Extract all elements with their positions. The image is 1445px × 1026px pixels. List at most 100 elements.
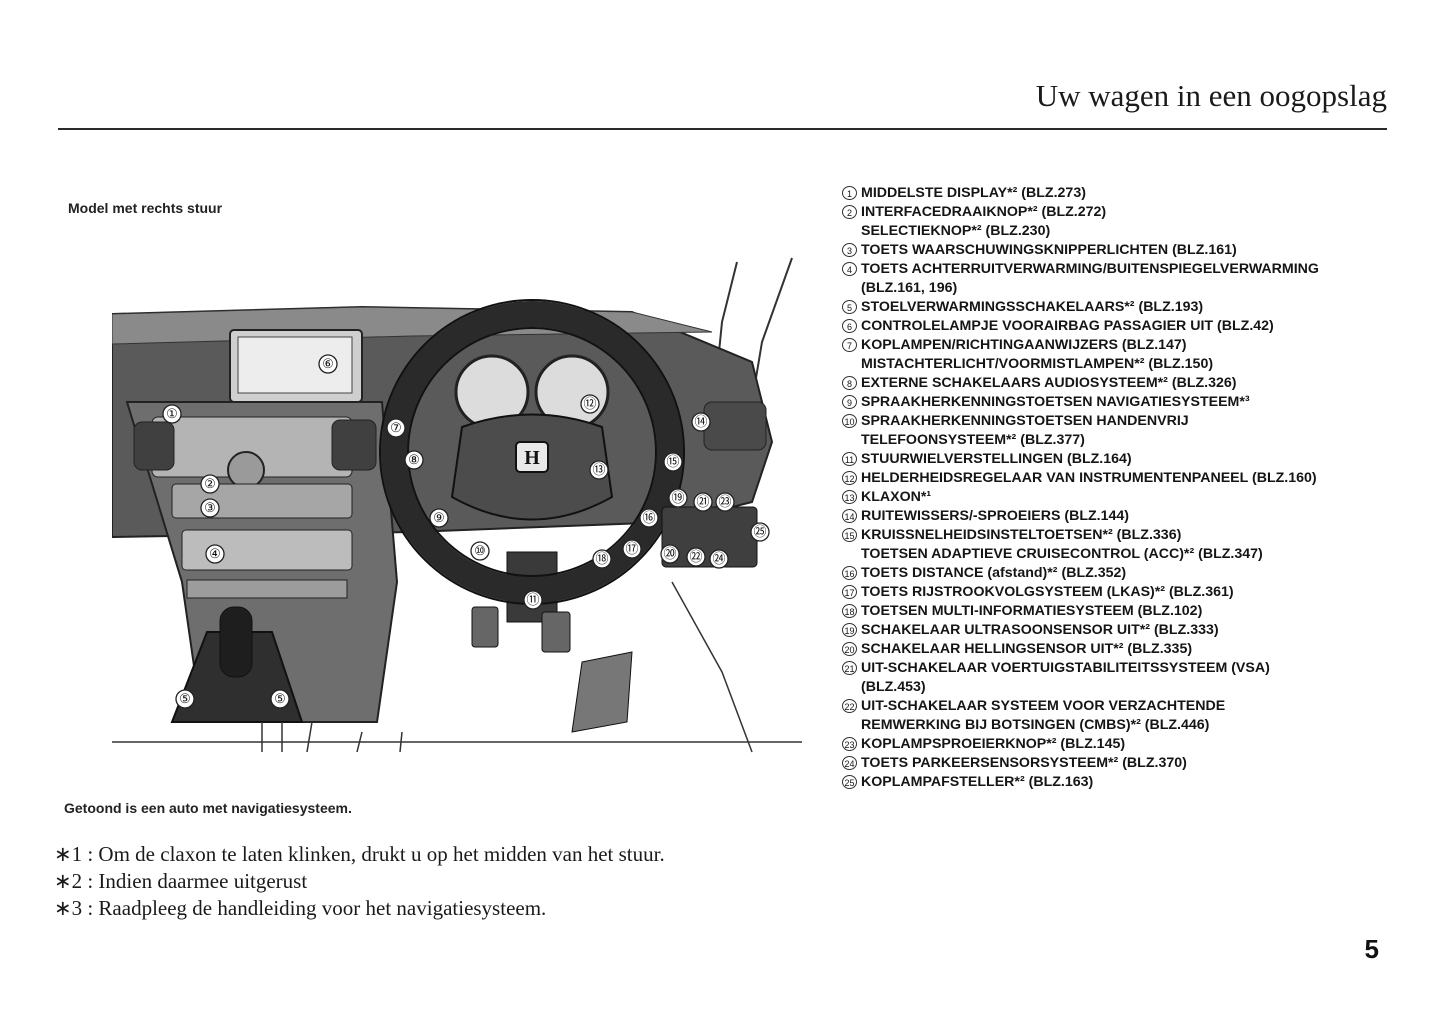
legend-item: TELEFOONSYSTEEM*² (BLZ.377) [842, 431, 1402, 450]
callout-15: ⑮ [664, 453, 682, 471]
legend-number: 19 [842, 623, 857, 637]
callout-21: ㉑ [694, 493, 712, 511]
callout-16: ⑯ [640, 509, 658, 527]
legend-text: TOETS PARKEERSENSORSYSTEEM*² (BLZ.370) [861, 754, 1402, 773]
legend-text: CONTROLELAMPJE VOORAIRBAG PASSAGIER UIT … [861, 317, 1402, 336]
legend-text: KOPLAMPSPROEIERKNOP*² (BLZ.145) [861, 735, 1402, 754]
legend-item: 1 MIDDELSTE DISPLAY*² (BLZ.273) [842, 184, 1402, 203]
legend-number: 13 [842, 490, 857, 504]
callout-9: ⑨ [430, 509, 448, 527]
svg-text:⑤: ⑤ [179, 691, 191, 706]
legend-item: 23 KOPLAMPSPROEIERKNOP*² (BLZ.145) [842, 735, 1402, 754]
callout-7: ⑦ [387, 419, 405, 437]
footnote: ∗2 : Indien daarmee uitgerust [54, 869, 665, 896]
legend-text: STUURWIELVERSTELLINGEN (BLZ.164) [861, 450, 1402, 469]
callout-10: ⑩ [471, 542, 489, 560]
svg-text:⑰: ⑰ [625, 541, 638, 556]
legend-item: 19 SCHAKELAAR ULTRASOONSENSOR UIT*² (BLZ.… [842, 621, 1402, 640]
legend-number: 22 [842, 699, 857, 713]
svg-text:⑦: ⑦ [390, 420, 402, 435]
footnotes: ∗1 : Om de claxon te laten klinken, druk… [54, 842, 665, 923]
legend-text: (BLZ.161, 196) [861, 279, 1402, 298]
legend-number: 3 [842, 243, 857, 257]
legend-number: 9 [842, 395, 857, 409]
callout-14: ⑭ [692, 413, 710, 431]
legend-number: 1 [842, 186, 857, 200]
svg-text:⑧: ⑧ [408, 452, 420, 467]
page-number: 5 [1365, 934, 1379, 965]
callout-6: ⑥ [319, 355, 337, 373]
legend-text: SCHAKELAAR HELLINGSENSOR UIT*² (BLZ.335) [861, 640, 1402, 659]
legend-item: 11 STUURWIELVERSTELLINGEN (BLZ.164) [842, 450, 1402, 469]
svg-text:③: ③ [204, 500, 216, 515]
callout-12: ⑫ [581, 395, 599, 413]
svg-text:⑲: ⑲ [671, 490, 684, 505]
legend-text: EXTERNE SCHAKELAARS AUDIOSYSTEEM*² (BLZ.… [861, 374, 1402, 393]
svg-text:④: ④ [209, 546, 221, 561]
callout-5-left: ⑤ [176, 690, 194, 708]
legend-text: UIT-SCHAKELAAR SYSTEEM VOOR VERZACHTENDE [861, 697, 1402, 716]
svg-text:⑮: ⑮ [666, 454, 679, 469]
legend-number: 4 [842, 262, 857, 276]
legend-item: SELECTIEKNOP*² (BLZ.230) [842, 222, 1402, 241]
legend-text: TOETS ACHTERRUITVERWARMING/BUITENSPIEGEL… [861, 260, 1402, 279]
legend-number: 5 [842, 300, 857, 314]
component-legend: 1 MIDDELSTE DISPLAY*² (BLZ.273) 2 INTERFAC… [842, 184, 1402, 792]
figure-caption: Getoond is een auto met navigatiesysteem… [64, 800, 352, 816]
footnote: ∗3 : Raadpleeg de handleiding voor het n… [54, 896, 665, 923]
legend-text: TOETSEN MULTI-INFORMATIESYSTEEM (BLZ.102… [861, 602, 1402, 621]
legend-text: TELEFOONSYSTEEM*² (BLZ.377) [861, 431, 1402, 450]
legend-item: (BLZ.453) [842, 678, 1402, 697]
callout-23: ㉓ [716, 493, 734, 511]
legend-item: 12 HELDERHEIDSREGELAAR VAN INSTRUMENTENPA… [842, 469, 1402, 488]
legend-number: 7 [842, 338, 857, 352]
legend-number: 12 [842, 471, 857, 485]
legend-number: 14 [842, 509, 857, 523]
legend-text: KOPLAMPAFSTELLER*² (BLZ.163) [861, 773, 1402, 792]
callout-25: ㉕ [751, 523, 769, 541]
legend-text: INTERFACEDRAAIKNOP*² (BLZ.272) [861, 203, 1402, 222]
legend-text: SCHAKELAAR ULTRASOONSENSOR UIT*² (BLZ.33… [861, 621, 1402, 640]
callout-20: ⑳ [661, 545, 679, 563]
svg-text:⑨: ⑨ [433, 510, 445, 525]
legend-item: (BLZ.161, 196) [842, 279, 1402, 298]
legend-number: 2 [842, 205, 857, 219]
callout-19: ⑲ [669, 489, 687, 507]
legend-number: 23 [842, 737, 857, 751]
callout-3: ③ [201, 499, 219, 517]
legend-text: MIDDELSTE DISPLAY*² (BLZ.273) [861, 184, 1402, 203]
svg-text:⑤: ⑤ [274, 691, 286, 706]
legend-number: 25 [842, 775, 857, 789]
legend-number: 18 [842, 604, 857, 618]
svg-text:㉔: ㉔ [712, 551, 725, 566]
callout-18: ⑱ [593, 550, 611, 568]
dashboard-illustration: H ① ② ③ ④ ⑤ ⑤ ⑥ ⑦ ⑧ ⑨ ⑩ ⑪ ⑫ ⑬ ⑭ ⑮ ⑯ ⑰ ⑱ … [112, 252, 802, 772]
callout-1: ① [163, 405, 181, 423]
callout-17: ⑰ [623, 540, 641, 558]
legend-text: TOETSEN ADAPTIEVE CRUISECONTROL (ACC)*² … [861, 545, 1402, 564]
legend-number: 15 [842, 528, 857, 542]
legend-text: TOETS WAARSCHUWINGSKNIPPERLICHTEN (BLZ.1… [861, 241, 1402, 260]
legend-number: 11 [842, 452, 857, 466]
callout-2: ② [201, 475, 219, 493]
header-divider [58, 128, 1387, 130]
legend-text: KOPLAMPEN/RICHTINGAANWIJZERS (BLZ.147) [861, 336, 1402, 355]
legend-item: 3 TOETS WAARSCHUWINGSKNIPPERLICHTEN (BLZ.… [842, 241, 1402, 260]
svg-text:㉕: ㉕ [753, 524, 766, 539]
legend-item: 22 UIT-SCHAKELAAR SYSTEEM VOOR VERZACHTEN… [842, 697, 1402, 716]
legend-item: 7 KOPLAMPEN/RICHTINGAANWIJZERS (BLZ.147) [842, 336, 1402, 355]
legend-item: REMWERKING BIJ BOTSINGEN (CMBS)*² (BLZ.4… [842, 716, 1402, 735]
legend-text: HELDERHEIDSREGELAAR VAN INSTRUMENTENPANE… [861, 469, 1402, 488]
svg-text:㉑: ㉑ [696, 494, 709, 509]
callout-4: ④ [206, 545, 224, 563]
legend-item: 4 TOETS ACHTERRUITVERWARMING/BUITENSPIEGE… [842, 260, 1402, 279]
callout-13: ⑬ [590, 461, 608, 479]
legend-text: MISTACHTERLICHT/VOORMISTLAMPEN*² (BLZ.15… [861, 355, 1402, 374]
legend-number: 20 [842, 642, 857, 656]
legend-item: MISTACHTERLICHT/VOORMISTLAMPEN*² (BLZ.15… [842, 355, 1402, 374]
